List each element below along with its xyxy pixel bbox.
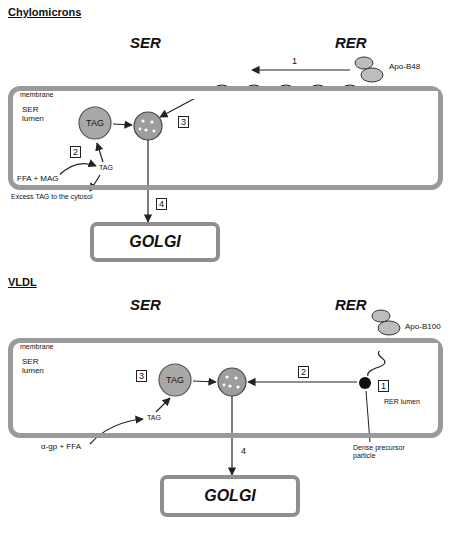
label-anchor: RER lumen [383,398,421,406]
tag-droplet: TAG [158,363,192,397]
fusion-arrow [193,381,216,382]
label-anchor: Apo-B48 [388,62,421,71]
callout-number: 3 [178,116,189,128]
transfer-arrow [248,381,357,382]
organelle-name: GOLGI [129,233,181,251]
lumen-label: SER lumen [21,105,51,123]
panel-title: Chylomicrons [8,6,81,19]
note-label: Excess TAG to the cytosol [10,193,93,201]
droplet-shape [159,364,191,396]
label-anchor: 1 [378,380,389,392]
organelle-label: SER [130,34,161,51]
droplet-label: TAG [86,118,104,128]
lipoprotein-particle [134,112,162,140]
droplet-shape [79,107,111,139]
protein-label: Apo-B48 [388,62,421,71]
ribosome [372,310,400,335]
lipoprotein-particle [218,368,246,396]
label-anchor: 3 [178,116,189,128]
organelle-label: RER [335,34,367,51]
label-anchor: Excess TAG to the cytosol [10,193,93,201]
lumen-label: RER lumen [383,398,421,406]
label-anchor: TAG [98,164,114,172]
organelle-label: RER [335,296,367,313]
callout-number: 1 [378,380,389,392]
exit-line [147,140,148,190]
step-number: 1 [292,56,297,66]
transfer-arrow [252,69,350,70]
tag-arrow [156,398,170,412]
membrane-tag-label: TAG [98,164,114,172]
callout-number: 4 [156,198,167,210]
particle-label: Dense precursor particle [352,444,426,460]
label-anchor: RER [335,296,367,313]
tag-droplet: TAG [78,106,112,140]
edge-label-anchor: 4 [156,198,167,210]
label-anchor: VLDL [8,276,37,289]
label-anchor: FFA + MAG [16,174,60,183]
substrate-label: α-gp + FFA [40,442,82,451]
label-anchor: TAG [146,414,162,422]
secretion-arrow [231,438,232,475]
organelle-name: GOLGI [204,487,256,505]
label-anchor: 2 [70,146,81,158]
protein-label: Apo-B100 [404,322,442,331]
fusion-arrow [113,124,132,125]
golgi-box: GOLGI [160,475,300,517]
tag-arrow [97,143,103,162]
label-anchor: Apo-B100 [404,322,442,331]
label-anchor: α-gp + FFA [40,442,82,451]
label-anchor: Dense precursor particle [352,444,426,460]
golgi-box: GOLGI [90,222,220,262]
membrane-label: membrane [19,91,438,99]
lumen-label: SER lumen [21,357,51,375]
callout-number: 3 [136,370,147,382]
label-anchor: 3 [136,370,147,382]
exit-line [231,396,232,438]
callout-number: 2 [298,366,309,378]
callout-number: 4 [240,446,247,456]
secretion-arrow [147,190,148,222]
synthesis-arrow [90,419,143,444]
synthesis-arrow [58,164,96,176]
droplet-label: TAG [166,375,184,385]
callout-number: 2 [70,146,81,158]
label-anchor: RER [335,34,367,51]
panel-title: VLDL [8,276,37,289]
membrane-tag-label: TAG [146,414,162,422]
label-anchor: 1 [292,56,297,66]
label-anchor: Chylomicrons [8,6,81,19]
dense-particle [359,377,371,389]
substrate-label: FFA + MAG [16,174,60,183]
label-anchor: 2 [298,366,309,378]
label-anchor: SER [130,296,161,313]
organelle-label: SER [130,296,161,313]
label-anchor: SER [130,34,161,51]
membrane-label: membrane [19,343,438,351]
er-compartment: membraneSER lumenTAG [8,86,443,190]
ribosome [355,57,383,82]
edge-label-anchor: 4 [240,446,247,456]
